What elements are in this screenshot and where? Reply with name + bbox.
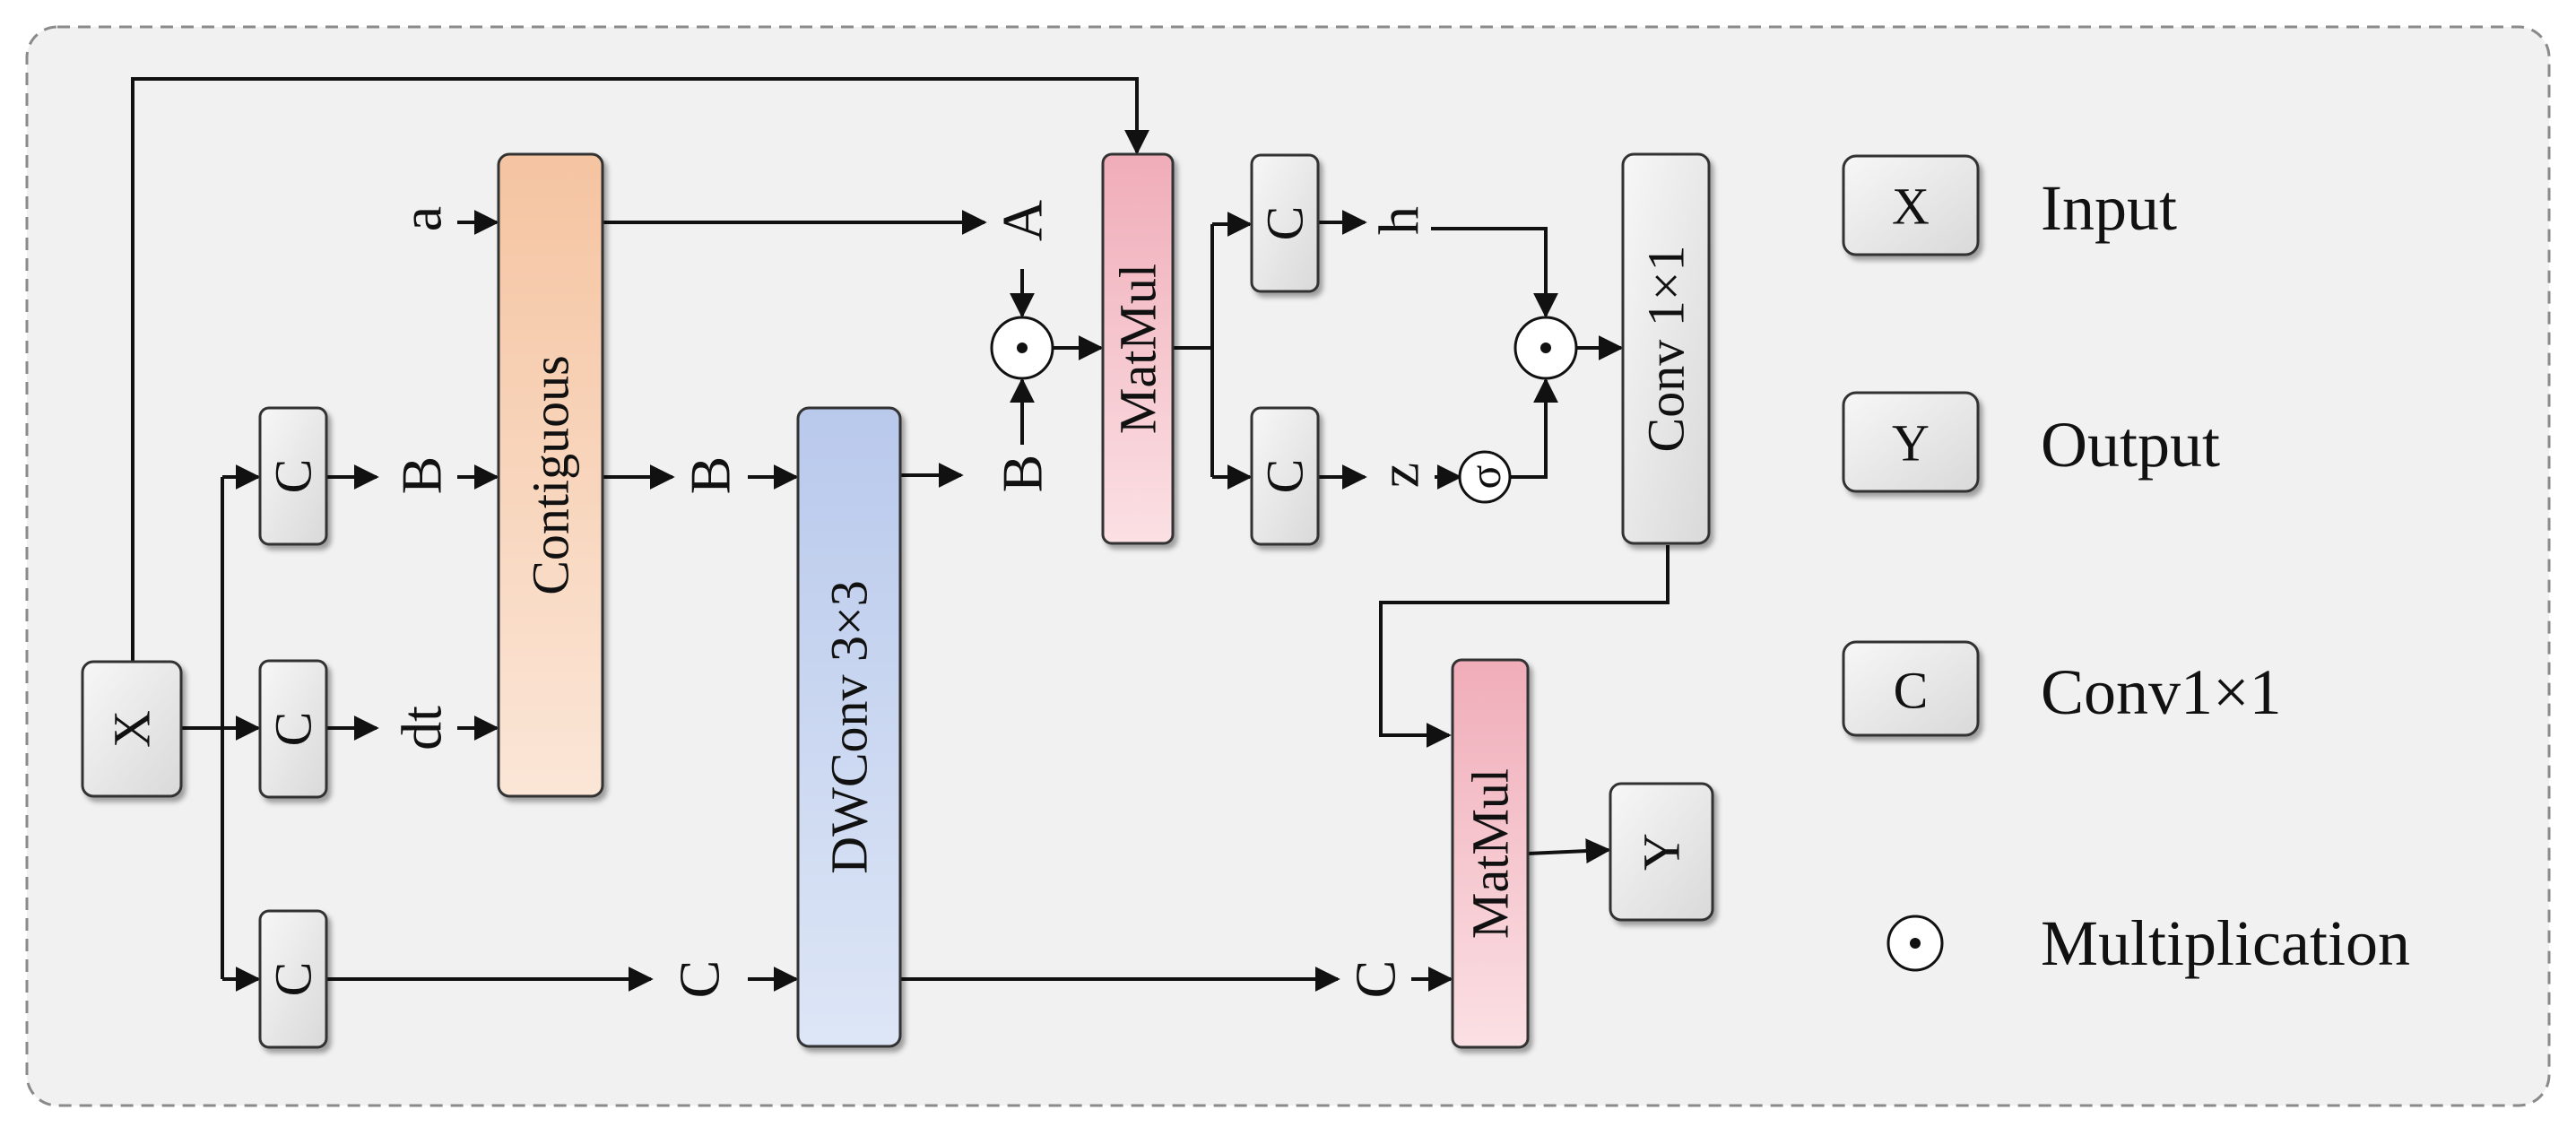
legend-input: X Input — [1842, 154, 2177, 256]
diagram-background — [25, 25, 2551, 1107]
legend-multiplication-text: Multiplication — [2041, 907, 2410, 979]
conv-c-c-node: C — [258, 909, 328, 1049]
label-dt: dt — [390, 706, 454, 750]
conv-c-b-label: C — [265, 459, 323, 494]
conv-c-c-label: C — [265, 962, 323, 997]
dwconv-block: DWConv 3×3 — [796, 406, 902, 1048]
connections — [131, 77, 1670, 992]
legend-output-text: Output — [2041, 409, 2220, 481]
contiguous-block: Contiguous — [497, 152, 604, 798]
input-x-label: X — [103, 710, 161, 748]
output-y-label: Y — [1633, 833, 1691, 871]
legend-multiplication: Multiplication — [1886, 907, 2410, 979]
label-c-out: C — [1344, 960, 1408, 999]
matmul-bottom-label: MatMul — [1461, 768, 1520, 939]
sigma-op: σ — [1458, 450, 1512, 504]
conv-c-b-node: C — [258, 406, 328, 546]
legend-input-symbol: X — [1892, 178, 1930, 236]
conv-c-z-node: C — [1250, 406, 1320, 546]
legend: X Input Y Output C Conv1×1 Multiplicatio… — [1842, 154, 2410, 979]
legend-output: Y Output — [1842, 391, 2220, 493]
multiplication-op-left — [990, 316, 1054, 380]
sigma-label: σ — [1460, 464, 1510, 489]
output-y-node: Y — [1609, 782, 1714, 922]
conv-c-dt-node: C — [258, 659, 328, 799]
label-h: h — [1367, 206, 1431, 235]
matmul-top-block: MatMul — [1101, 152, 1175, 545]
legend-conv-text: Conv1×1 — [2041, 656, 2282, 728]
conv-c-dt-label: C — [265, 712, 323, 747]
contiguous-label: Contiguous — [522, 355, 580, 595]
legend-output-symbol: Y — [1892, 414, 1930, 473]
conv-c-z-label: C — [1256, 459, 1314, 494]
matmul-top-label: MatMul — [1109, 264, 1167, 434]
dwconv-label: DWConv 3×3 — [820, 580, 879, 874]
conv-c-h-label: C — [1256, 206, 1314, 241]
legend-input-text: Input — [2041, 172, 2177, 244]
conv-c-h-node: C — [1250, 153, 1320, 293]
label-a: a — [390, 206, 454, 231]
label-z: z — [1367, 463, 1431, 488]
legend-conv-symbol: C — [1894, 662, 1929, 720]
label-b-in: B — [390, 456, 454, 495]
label-c-in: C — [668, 960, 732, 999]
matmul-bottom-block: MatMul — [1451, 658, 1530, 1049]
input-x-node: X — [81, 660, 183, 798]
conv-1x1-block: Conv 1×1 — [1621, 152, 1711, 545]
label-A: A — [991, 200, 1054, 241]
multiplication-op-right — [1514, 316, 1578, 380]
legend-conv: C Conv1×1 — [1842, 640, 2282, 737]
label-b-mid: B — [679, 456, 742, 495]
label-b-dw: B — [991, 455, 1054, 493]
conv-1x1-label: Conv 1×1 — [1637, 246, 1696, 453]
